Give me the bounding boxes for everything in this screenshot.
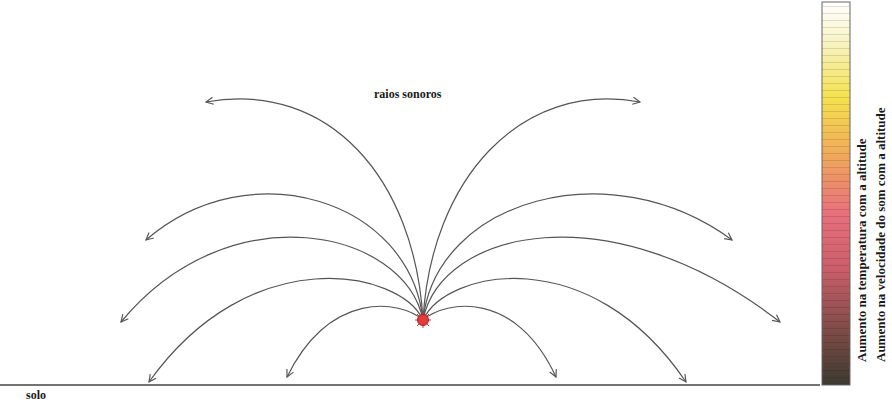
axis-label: Aumento na velocidade do som com a altit… <box>874 107 889 362</box>
sound-source <box>415 312 431 328</box>
sound-rays <box>121 99 780 382</box>
gradient-bar <box>822 2 850 385</box>
ground-label: solo <box>26 389 46 403</box>
ground-line <box>0 384 820 386</box>
ray-label: raios sonoros <box>372 88 443 102</box>
axis-label: Aumento na temperatura com a altitude <box>855 139 870 363</box>
